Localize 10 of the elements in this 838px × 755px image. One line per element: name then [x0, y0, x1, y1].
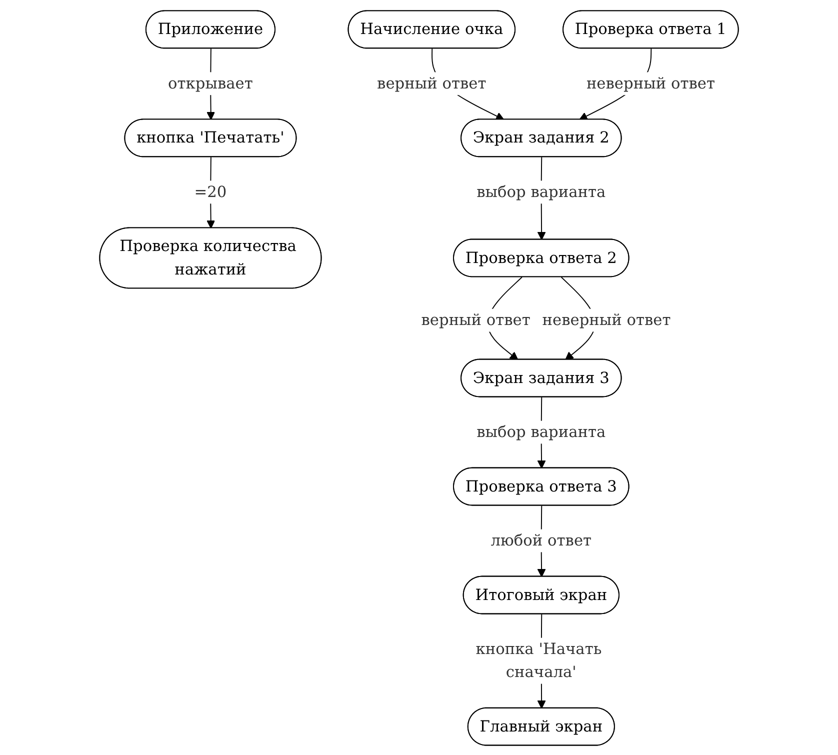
edge-label: кнопка 'Начать сначала': [476, 639, 602, 680]
edge-label: верный ответ: [377, 74, 486, 92]
edge-label: любой ответ: [490, 530, 592, 549]
edge-label: =20: [194, 182, 227, 200]
edge-label: неверный ответ: [542, 310, 671, 328]
edge-label: неверный ответ: [586, 74, 715, 92]
edge-label: выбор варианта: [476, 182, 606, 200]
edge-label: открывает: [168, 74, 253, 92]
edge-label: верный ответ: [421, 310, 530, 328]
edge-label: выбор варианта: [476, 422, 606, 440]
